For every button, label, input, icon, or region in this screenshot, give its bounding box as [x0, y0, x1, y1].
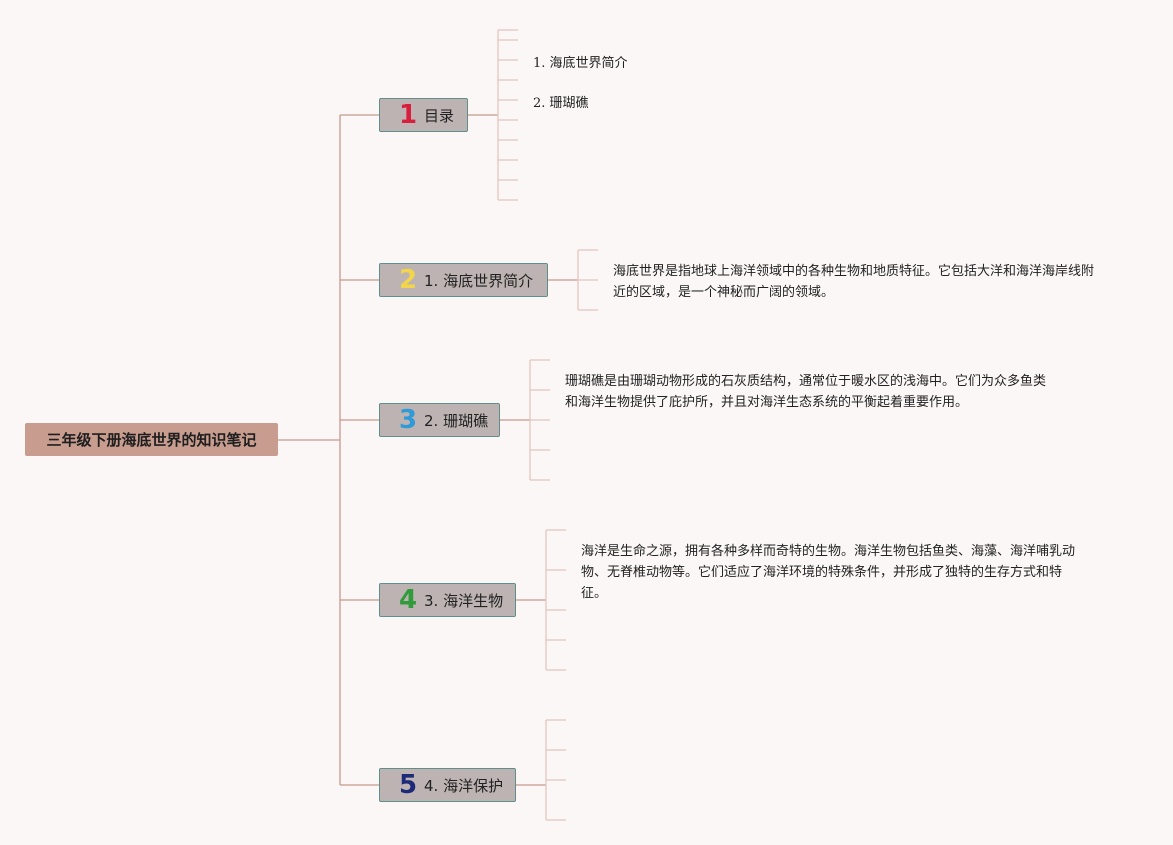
- marine-life-text: 海洋是生命之源，拥有各种多样而奇特的生物。海洋生物包括鱼类、海藻、海洋哺乳动物、…: [581, 544, 1076, 601]
- topic-label: 4. 海洋保护: [424, 776, 504, 795]
- number-2-icon: 2: [398, 265, 418, 295]
- topic-label: 目录: [424, 106, 455, 125]
- number-3-icon: 3: [398, 405, 418, 435]
- reef-text: 珊瑚礁是由珊瑚动物形成的石灰质结构，通常位于暖水区的浅海中。它们为众多鱼类和海洋…: [565, 374, 1047, 410]
- number-1-icon: 1: [398, 100, 418, 130]
- topic-label: 3. 海洋生物: [424, 591, 504, 610]
- topic-protection[interactable]: 5 4. 海洋保护: [379, 768, 516, 802]
- root-label: 三年级下册海底世界的知识笔记: [46, 431, 257, 449]
- number-5-icon: 5: [398, 770, 418, 800]
- toc-item[interactable]: 2. 珊瑚礁: [533, 96, 589, 111]
- topic-label: 2. 珊瑚礁: [424, 411, 489, 430]
- topic-reef[interactable]: 3 2. 珊瑚礁: [379, 403, 500, 437]
- topic-toc[interactable]: 1 目录: [379, 98, 468, 132]
- topic-marine-life[interactable]: 4 3. 海洋生物: [379, 583, 516, 617]
- intro-text: 海底世界是指地球上海洋领域中的各种生物和地质特征。它包括大洋和海洋海岸线附近的区…: [613, 264, 1095, 300]
- root-node[interactable]: 三年级下册海底世界的知识笔记: [25, 423, 278, 456]
- toc-item[interactable]: 1. 海底世界简介: [533, 56, 628, 71]
- topic-intro[interactable]: 2 1. 海底世界简介: [379, 263, 548, 297]
- topic-label: 1. 海底世界简介: [424, 271, 534, 290]
- number-4-icon: 4: [398, 585, 418, 615]
